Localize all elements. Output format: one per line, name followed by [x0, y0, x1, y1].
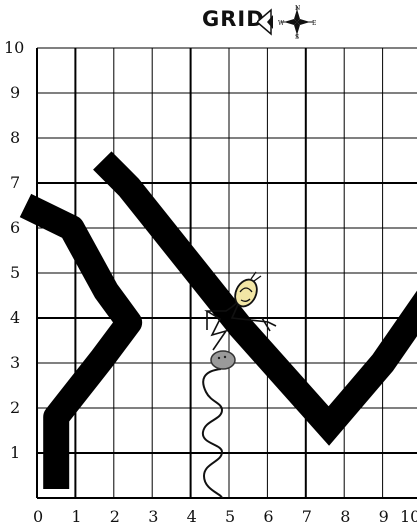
x-tick-label: 3	[148, 507, 158, 526]
thick-path-right	[102, 161, 417, 427]
y-tick-label: 10	[4, 38, 24, 57]
path-layer	[25, 161, 417, 490]
x-tick-label: 9	[379, 507, 389, 526]
y-tick-label: 6	[10, 218, 20, 237]
x-tick-label: 10	[400, 507, 417, 526]
x-tick-label: 7	[302, 507, 312, 526]
robot-base-icon	[211, 351, 235, 369]
x-tick-label: 0	[33, 507, 43, 526]
x-tick-label: 2	[110, 507, 120, 526]
x-tick-label: 5	[225, 507, 235, 526]
x-tick-label: 6	[263, 507, 273, 526]
y-tick-label: 8	[10, 128, 20, 147]
y-tick-label: 7	[10, 173, 20, 192]
y-tick-label: 1	[10, 443, 20, 462]
y-tick-label: 4	[10, 308, 20, 327]
y-tick-label: 3	[10, 353, 20, 372]
x-tick-label: 8	[340, 507, 350, 526]
y-tick-label: 9	[10, 83, 20, 102]
y-tick-label: 2	[10, 398, 20, 417]
x-tick-label: 1	[71, 507, 81, 526]
spring-coil-icon	[203, 369, 222, 498]
y-tick-label: 5	[10, 263, 20, 282]
x-tick-label: 4	[187, 507, 197, 526]
